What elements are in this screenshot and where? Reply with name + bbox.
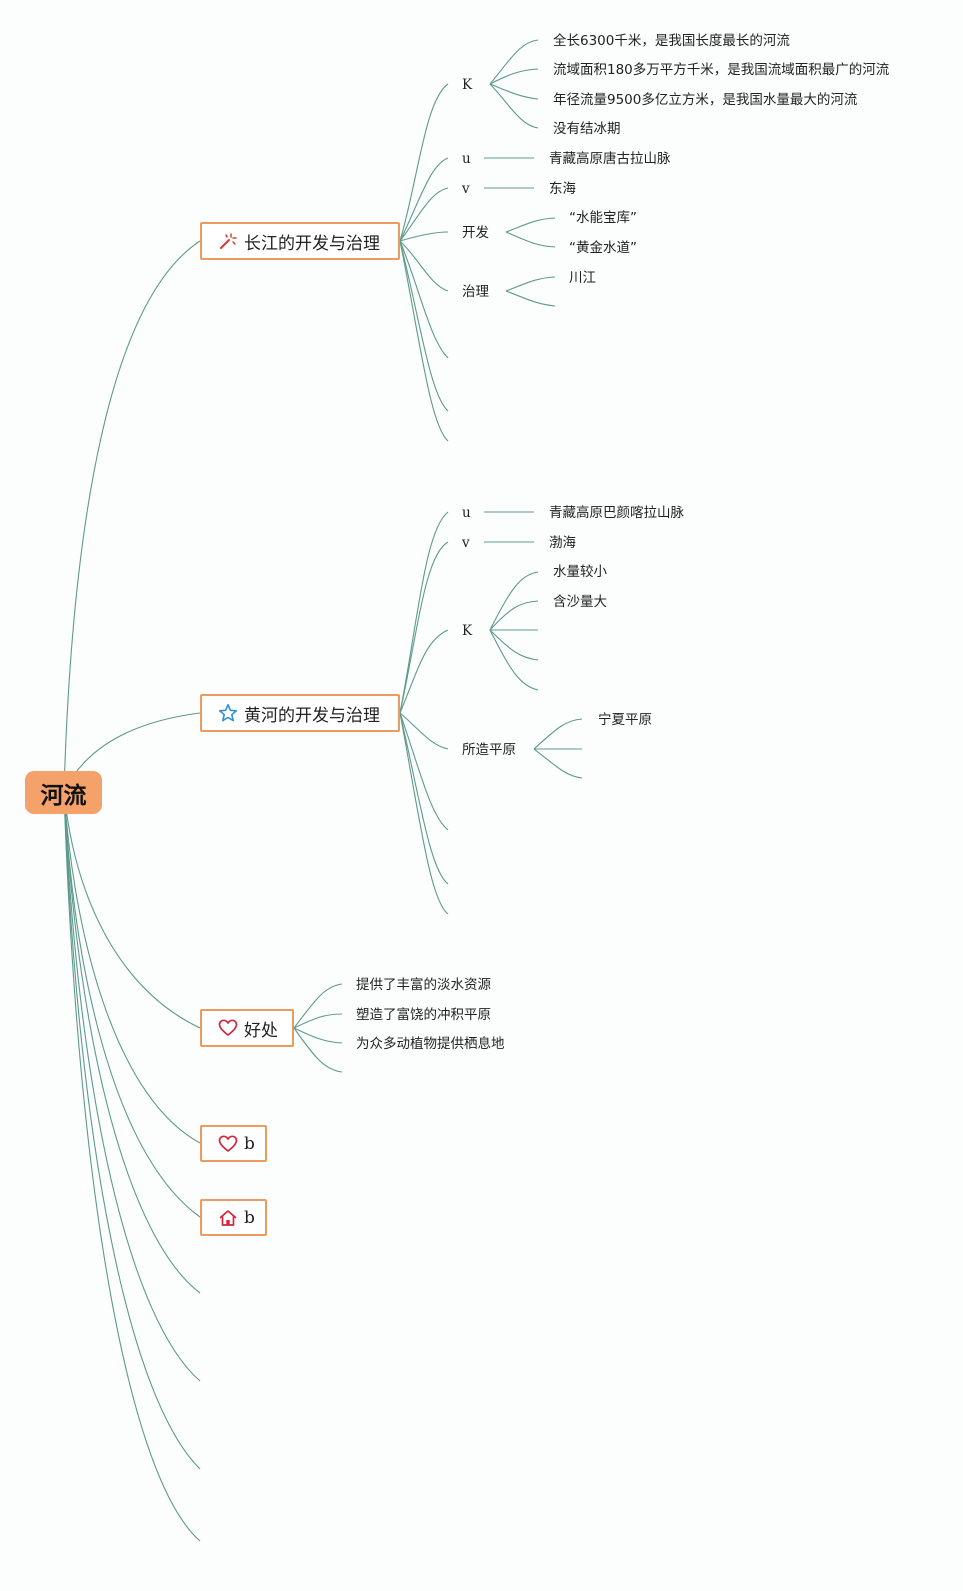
haochu-item-3[interactable]: 为众多动植物提供栖息地: [356, 1036, 505, 1052]
branch-haochu-title: 好处: [244, 1020, 278, 1041]
changjiang-u-label[interactable]: u: [462, 151, 471, 167]
changjiang-kaifa-item-1[interactable]: “水能宝库”: [569, 210, 637, 226]
huanghe-v-label[interactable]: v: [462, 535, 470, 551]
huanghe-v-value[interactable]: 渤海: [549, 535, 576, 551]
haochu-item-2[interactable]: 塑造了富饶的冲积平原: [356, 1007, 491, 1023]
changjiang-v-value[interactable]: 东海: [549, 181, 576, 197]
changjiang-k-label[interactable]: K: [462, 77, 473, 93]
changjiang-zhili-label[interactable]: 治理: [462, 284, 489, 300]
changjiang-zhili-item-1[interactable]: 川江: [569, 270, 596, 286]
changjiang-k-item-4[interactable]: 没有结冰期: [553, 121, 621, 137]
branch-b-heart[interactable]: b: [200, 1125, 267, 1162]
changjiang-kaifa-item-2[interactable]: “黄金水道”: [569, 240, 637, 256]
huanghe-k-item-1[interactable]: 水量较小: [553, 564, 607, 580]
huanghe-k-label[interactable]: K: [462, 623, 473, 639]
home-icon: [218, 1208, 238, 1228]
branch-huanghe-title: 黄河的开发与治理: [244, 705, 380, 726]
haochu-item-1[interactable]: 提供了丰富的淡水资源: [356, 977, 491, 993]
huanghe-u-value[interactable]: 青藏高原巴颜喀拉山脉: [549, 505, 684, 521]
huanghe-k-item-2[interactable]: 含沙量大: [553, 594, 607, 610]
root-node[interactable]: 河流: [25, 771, 102, 814]
branch-haochu[interactable]: 好处: [200, 1009, 294, 1047]
changjiang-k-item-2[interactable]: 流域面积180多万平方千米，是我国流域面积最广的河流: [553, 62, 890, 78]
heart-icon: [218, 1018, 238, 1038]
huanghe-pingyuan-label[interactable]: 所造平原: [462, 742, 516, 758]
changjiang-u-value[interactable]: 青藏高原唐古拉山脉: [549, 151, 671, 167]
huanghe-u-label[interactable]: u: [462, 505, 471, 521]
branch-b-home[interactable]: b: [200, 1199, 267, 1236]
star-icon: [218, 703, 238, 723]
changjiang-v-label[interactable]: v: [462, 181, 470, 197]
branch-changjiang-title: 长江的开发与治理: [244, 233, 380, 254]
huanghe-pingyuan-item-1[interactable]: 宁夏平原: [598, 712, 652, 728]
branch-huanghe[interactable]: 黄河的开发与治理: [200, 694, 400, 732]
magic-wand-icon: [218, 231, 238, 251]
root-label: 河流: [40, 782, 87, 809]
heart-icon: [218, 1134, 238, 1154]
changjiang-k-item-3[interactable]: 年径流量9500多亿立方米，是我国水量最大的河流: [553, 92, 858, 108]
changjiang-k-item-1[interactable]: 全长6300千米，是我国长度最长的河流: [553, 33, 790, 49]
changjiang-kaifa-label[interactable]: 开发: [462, 225, 489, 241]
branch-changjiang[interactable]: 长江的开发与治理: [200, 222, 400, 260]
branch-b-home-title: b: [244, 1207, 255, 1228]
branch-b-heart-title: b: [244, 1133, 255, 1154]
